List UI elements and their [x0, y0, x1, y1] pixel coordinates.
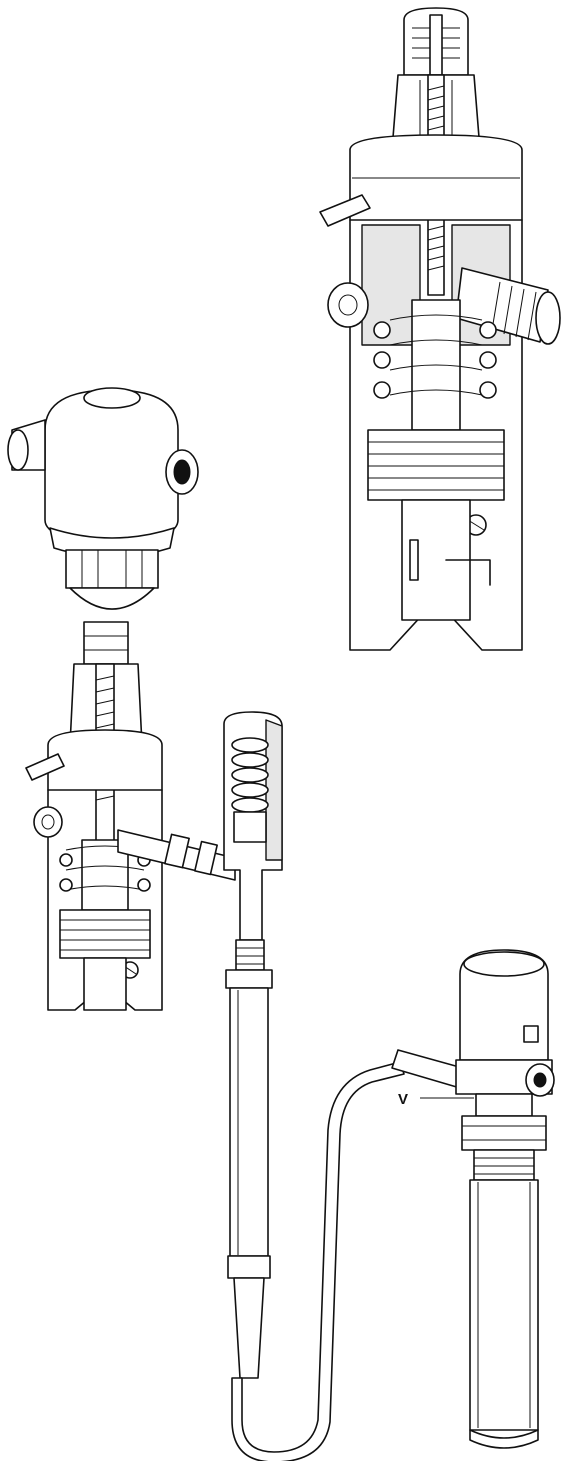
relief-valve-cutaway-left [25, 663, 163, 1011]
probe-tube [225, 969, 273, 1379]
sensor-bulb [391, 949, 555, 1449]
relief-valve-cutaway-top [319, 7, 561, 651]
actuator-head [7, 387, 199, 665]
spring-housing [223, 711, 283, 971]
capillary-tube [231, 1061, 405, 1461]
connecting-pipe [117, 829, 236, 881]
callout-v: V [398, 1091, 474, 1108]
callout-v-label: V [398, 1091, 408, 1108]
